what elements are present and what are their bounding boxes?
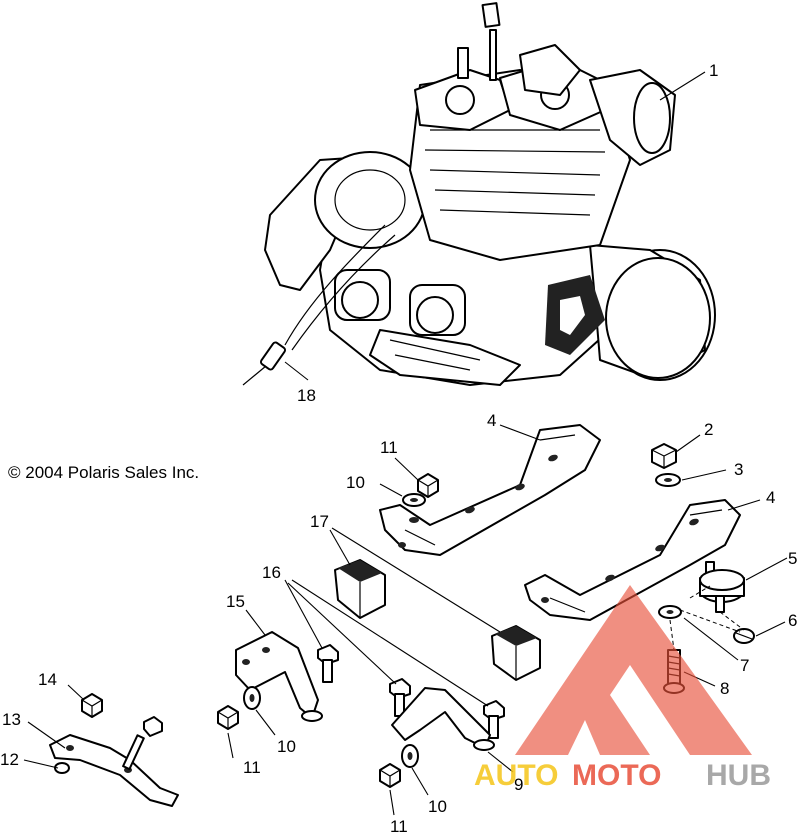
callout-11-middle: 11 [243,758,261,777]
nut-12 [54,762,70,774]
nut-14 [81,693,103,718]
bolt-16-a [317,644,339,683]
isolator-mount-5 [699,561,745,613]
callout-6: 6 [788,611,797,630]
nut-2 [651,443,677,469]
callout-4-lower: 4 [766,488,775,507]
callout-16: 16 [262,563,281,582]
callout-12: 12 [0,750,19,769]
callout-11-upper: 11 [380,438,398,457]
engine-mount-bracket-upper [379,424,601,556]
callout-1: 1 [709,61,718,80]
engine-assembly [242,2,716,386]
bolt-16-c [483,700,505,739]
callout-7: 7 [740,656,749,675]
nut-11-middle [217,705,239,730]
nut-11-bottom [379,763,401,788]
copyright-notice: © 2004 Polaris Sales Inc. [8,463,199,482]
nut-6 [733,628,755,644]
callout-17: 17 [310,512,329,531]
callout-10-upper: 10 [346,473,365,492]
callout-10-middle: 10 [277,737,296,756]
nut-11-upper [417,473,439,498]
automotohub-watermark: AUTO MOTO HUB [474,585,771,792]
callout-5: 5 [788,549,797,568]
callout-18: 18 [297,386,316,405]
callout-15: 15 [226,592,245,611]
callout-10-bottom: 10 [428,797,447,816]
watermark-moto: MOTO [572,759,661,792]
stud-bolt-13 [122,716,163,771]
watermark-hub: HUB [706,759,771,792]
callout-13: 13 [2,710,21,729]
callout-11-bottom: 11 [390,817,408,836]
spacer-17-right [491,625,541,681]
bracket-13 [49,734,179,807]
callout-9: 9 [514,775,523,794]
watermark-logo-icon [515,585,752,755]
bracket-9 [391,687,495,751]
spacer-17-left [334,559,386,619]
callout-14: 14 [38,670,57,689]
bracket-15 [235,631,323,722]
callout-3: 3 [734,460,743,479]
callout-2: 2 [704,420,713,439]
callout-4-upper: 4 [487,411,496,430]
watermark-auto: AUTO [474,759,558,792]
callout-8: 8 [720,679,729,698]
leader-lines [23,71,788,816]
engine-mount-bracket-lower [524,499,741,621]
